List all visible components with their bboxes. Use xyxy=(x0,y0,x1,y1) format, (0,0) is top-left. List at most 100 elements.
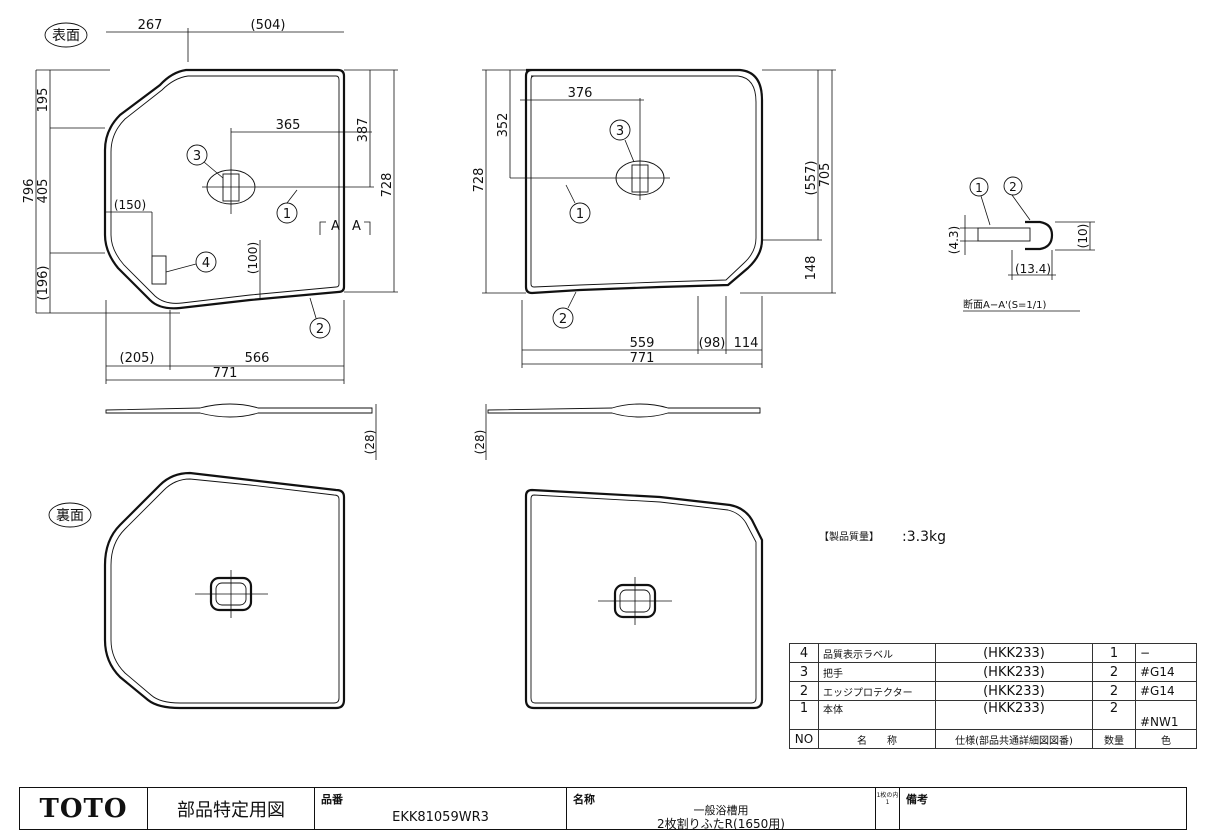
mass-label: 【製品質量】 xyxy=(819,530,879,543)
part-number-cell: 品番 EKK81059WR3 xyxy=(315,788,567,829)
section-dim-134: (13.4) xyxy=(1015,262,1051,276)
product-name-line1: 一般浴槽用 xyxy=(693,804,749,817)
part-color: #G14 xyxy=(1135,681,1197,701)
title-block: TOTO 部品特定用図 品番 EKK81059WR3 名称 一般浴槽用 2枚割り… xyxy=(19,787,1187,831)
mass-value: :3.3kg xyxy=(902,529,946,545)
header-no: NO xyxy=(789,729,819,749)
section-mark-a-left: A xyxy=(331,219,340,234)
dim-back-bottom-114: 114 xyxy=(734,336,759,351)
panel-outline-inner xyxy=(110,75,340,304)
parts-row: 3 把手 (HKK233) 2 #G14 xyxy=(789,662,1197,682)
doc-type: 部品特定用図 xyxy=(148,788,315,829)
callout-4-front: 4 xyxy=(202,256,210,271)
part-name: 品質表示ラベル xyxy=(818,643,936,663)
dim-front-label-x: (150) xyxy=(114,198,146,212)
part-color: − xyxy=(1135,643,1197,663)
part-number: EKK81059WR3 xyxy=(392,810,489,825)
product-name-cell: 名称 一般浴槽用 2枚割りふたR(1650用) xyxy=(567,788,876,831)
callout-3-front: 3 xyxy=(193,149,201,164)
back-side-profile xyxy=(487,403,761,418)
back-panel-right-outer xyxy=(524,488,764,710)
part-color: #G14 xyxy=(1135,662,1197,682)
part-no: 2 xyxy=(789,681,819,701)
callout-2-front: 2 xyxy=(316,322,324,337)
dim-front-handle-y: 387 xyxy=(356,118,371,143)
dim-back-bottom-total: 771 xyxy=(630,351,655,366)
back-panel-right-inner xyxy=(530,494,757,704)
front-face-label: 表面 xyxy=(52,28,80,44)
panel-outline-outer xyxy=(103,68,346,310)
front-view-left-panel: 表面 267 (504) 796 195 405 (196) 365 387 7… xyxy=(22,18,398,460)
callout-1-section: 1 xyxy=(975,181,983,195)
dim-front-left-196: (196) xyxy=(36,266,51,301)
parts-header-row: NO 名 称 仕様(部品共通詳細図図番) 数量 色 xyxy=(789,729,1197,749)
notes-cell: 備考 xyxy=(900,788,1186,829)
quality-label xyxy=(151,255,167,285)
back-view: 裏面 xyxy=(48,471,764,710)
parts-row: 1 本体 (HKK233) 2 #NW1 xyxy=(789,700,1197,730)
part-qty: 1 xyxy=(1092,643,1136,663)
part-no: 1 xyxy=(789,700,819,730)
dim-back-left-total: 728 xyxy=(472,168,487,193)
front-side-profile xyxy=(105,403,373,418)
section-dim-43: (4.3) xyxy=(947,226,961,254)
callout-3-back: 3 xyxy=(616,124,624,139)
dim-back-thickness: (28) xyxy=(473,430,487,455)
header-name: 名 称 xyxy=(818,729,936,749)
dim-back-bottom-559: 559 xyxy=(630,336,655,351)
part-qty: 2 xyxy=(1092,662,1136,682)
panel2-outline-outer xyxy=(524,68,764,295)
dim-front-right-total: 728 xyxy=(380,173,395,198)
parts-row: 4 品質表示ラベル (HKK233) 1 − xyxy=(789,643,1197,663)
dim-back-right-705: 705 xyxy=(818,163,833,188)
dim-front-top-left: 267 xyxy=(138,18,163,33)
header-qty: 数量 xyxy=(1092,729,1136,749)
callout-2-section: 2 xyxy=(1009,180,1017,194)
parts-row: 2 エッジプロテクター (HKK233) 2 #G14 xyxy=(789,681,1197,701)
part-qty: 2 xyxy=(1092,681,1136,701)
parts-table: 4 品質表示ラベル (HKK233) 1 − 3 把手 (HKK233) 2 #… xyxy=(789,643,1197,749)
part-name: エッジプロテクター xyxy=(818,681,936,701)
dim-back-right-148: 148 xyxy=(804,256,819,281)
dim-front-thickness: (28) xyxy=(363,430,377,455)
section-mark-a-right: A xyxy=(352,219,361,234)
dim-front-top-right: (504) xyxy=(251,18,286,33)
part-name: 把手 xyxy=(818,662,936,682)
section-caption: 断面A−A'(S=1/1) xyxy=(963,298,1047,311)
dim-front-bottom-left: (205) xyxy=(120,351,155,366)
callout-2-back: 2 xyxy=(559,312,567,327)
callout-1-back: 1 xyxy=(576,207,584,222)
header-color: 色 xyxy=(1135,729,1197,749)
dim-front-bottom-right: 566 xyxy=(245,351,270,366)
dim-front-left-195: 195 xyxy=(36,88,51,113)
header-spec: 仕様(部品共通詳細図図番) xyxy=(935,729,1093,749)
dim-back-handle-y: 352 xyxy=(496,113,511,138)
part-name: 本体 xyxy=(818,700,936,730)
part-spec: (HKK233) xyxy=(935,700,1093,730)
panel2-outline-inner xyxy=(530,75,757,288)
part-spec: (HKK233) xyxy=(935,662,1093,682)
dim-back-right-557: (557) xyxy=(804,161,819,196)
section-detail: 1 2 (4.3) (10) (13.4) 断面A−A'(S=1/1) xyxy=(947,176,1095,312)
back-face-label: 裏面 xyxy=(56,507,84,524)
front-view-right-panel: 376 352 728 (557) 705 148 559 (98) 114 7… xyxy=(472,68,836,460)
part-qty: 2 xyxy=(1092,700,1136,730)
dim-front-label-y: (100) xyxy=(246,242,260,274)
part-no: 3 xyxy=(789,662,819,682)
part-no: 4 xyxy=(789,643,819,663)
sheet-count: 1枚の内1 xyxy=(876,788,900,829)
back-panel-left-inner xyxy=(110,478,340,704)
part-number-label: 品番 xyxy=(321,793,343,806)
part-color: #NW1 xyxy=(1135,700,1197,730)
edge-protector-section xyxy=(1025,220,1054,251)
product-name-line2: 2枚割りふたR(1650用) xyxy=(657,817,785,831)
product-name-label: 名称 xyxy=(573,793,595,806)
dim-front-left-total: 796 xyxy=(22,179,37,204)
dim-front-handle-x: 365 xyxy=(276,118,301,133)
dim-back-handle-x: 376 xyxy=(568,86,593,101)
part-spec: (HKK233) xyxy=(935,643,1093,663)
toto-logo: TOTO xyxy=(20,788,148,829)
dim-front-left-405: 405 xyxy=(36,179,51,204)
dim-front-bottom-total: 771 xyxy=(213,366,238,381)
